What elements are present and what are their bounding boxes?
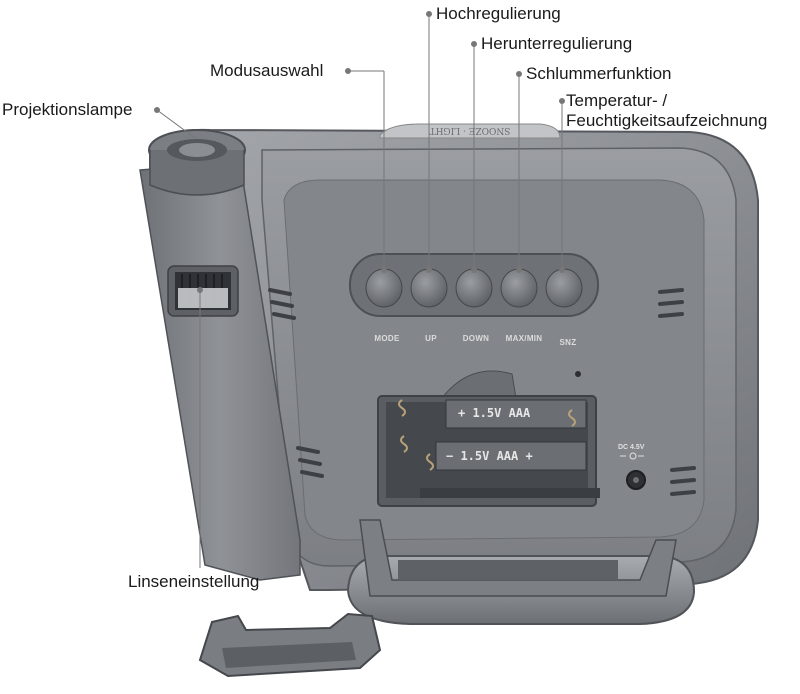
battery-label-top: + 1.5V AAA: [458, 406, 531, 420]
left-vents: [268, 288, 324, 478]
battery-springs: [398, 399, 576, 471]
dc-label: DC 4.5V: [618, 444, 645, 451]
stand-support: [359, 519, 677, 597]
button-label-up: UP: [425, 334, 437, 343]
button-label-mode: MODE: [374, 334, 400, 343]
callout-snooze: Schlummerfunktion: [526, 64, 672, 83]
callout-mode-select: Modusauswahl: [210, 61, 324, 80]
top-label-strip: [379, 123, 561, 139]
callout-projection-lamp: Projektionslampe: [2, 100, 133, 119]
button-row: [365, 268, 583, 308]
right-vents: [658, 288, 696, 496]
svg-text:SNOOZE · LIGHT: SNOOZE · LIGHT: [430, 125, 511, 135]
callout-lens-adjust: Linseneinstellung: [128, 572, 260, 591]
button-label-snz: SNZ: [559, 338, 577, 347]
button-label-maxmin: MAX/MIN: [505, 334, 543, 343]
battery-label-bottom: − 1.5V AAA +: [446, 449, 533, 463]
callout-temp-humidity-line1: Temperatur- /: [566, 91, 668, 110]
callout-temp-humidity-line2: Feuchtigkeitsaufzeichnung: [566, 111, 768, 130]
leader-lines: [154, 11, 565, 568]
button-label-down: DOWN: [462, 334, 490, 343]
callout-up-adjust: Hochregulierung: [436, 4, 561, 23]
battery-latch: [440, 370, 517, 399]
callout-down-adjust: Herunterregulierung: [481, 34, 633, 53]
